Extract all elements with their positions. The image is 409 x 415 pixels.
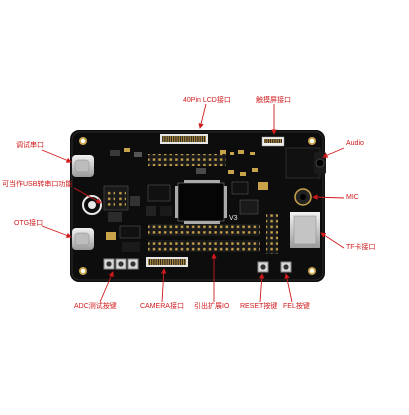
label-fel-button: FEL按键 <box>283 303 310 310</box>
label-lcd-40pin: 40Pin LCD接口 <box>183 97 231 104</box>
label-tf-card: TF卡接口 <box>346 244 376 251</box>
microphone <box>294 188 312 206</box>
main-soc-chip <box>175 180 227 224</box>
label-otg-port: OTG接口 <box>14 220 44 227</box>
fel-button-part <box>280 261 292 273</box>
label-adc-buttons: ADC测试按键 <box>74 303 117 310</box>
gpio-pin-header <box>148 224 260 236</box>
top-pin-header <box>148 154 226 166</box>
label-debug-port: 调试串口 <box>16 142 44 149</box>
lcd-fpc-connector <box>160 134 208 144</box>
silk-v3: V3 <box>229 215 238 222</box>
otg-usb-port <box>72 228 94 250</box>
label-touch-interface: 触摸屏接口 <box>256 97 291 104</box>
secondary-ics <box>146 168 268 216</box>
arrow-icon <box>41 103 345 303</box>
right-pin-header <box>266 214 278 254</box>
label-reset-button: RESET按键 <box>240 303 278 310</box>
camera-fpc-connector <box>146 257 188 267</box>
label-camera: CAMERA接口 <box>140 303 184 310</box>
label-audio: Audio <box>346 140 364 147</box>
top-components <box>110 148 255 157</box>
lower-pin-header <box>148 240 260 252</box>
label-gpio-header: 引出扩展IO <box>194 303 230 310</box>
tf-card-slot <box>290 212 320 248</box>
label-mic: MIC <box>346 194 359 201</box>
debug-usb-port <box>72 155 94 177</box>
touch-connector <box>261 136 285 147</box>
reset-button-part <box>257 261 269 273</box>
audio-jack <box>285 147 326 179</box>
left-lower-components <box>106 225 141 252</box>
label-usb-serial: 可当作USB转串口功能 <box>2 181 73 188</box>
adc-buttons <box>103 258 139 270</box>
usb-serial-block <box>82 185 140 222</box>
